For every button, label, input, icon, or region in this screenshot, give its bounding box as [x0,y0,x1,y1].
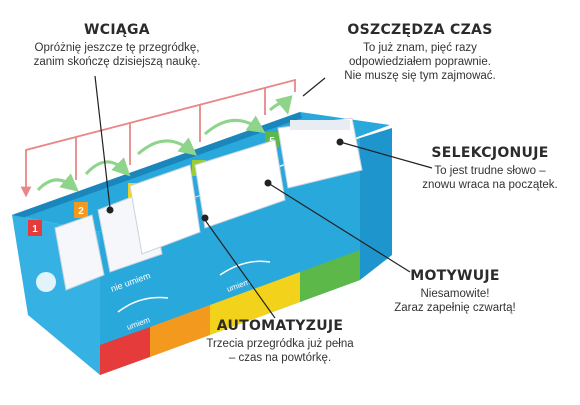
box-front-wall [100,138,360,375]
leader-dot-automatyzuje [201,214,209,222]
leader-motywuje [267,182,411,273]
compartment-number-2: 2 [78,206,84,217]
callout-selekcjonuje: SELEKCJONUJE To jest trudne słowo – znow… [400,145,580,192]
leader-selekcjonuje [339,141,433,169]
callout-line: To już znam, pięć razy [363,42,477,54]
leader-dot-wciaga [106,206,114,214]
callout-oszczedza-czas: OSZCZĘDZA CZAS To już znam, pięć razy od… [330,22,510,83]
leader-oszczedza [302,77,326,97]
stripe-green [300,250,360,302]
compartment-tile-1 [28,220,42,236]
compartment-tile-2 [74,202,88,218]
leader-automatyzuje [204,219,276,319]
callout-line: Opróżnię jeszcze tę przegródkę, [34,42,200,54]
stripe-orange [150,305,210,357]
callout-line: Nie muszę się tym zajmować. [344,70,496,82]
box-logo-circle [36,272,56,292]
callout-title: SELEKCJONUJE [431,145,549,161]
leader-wciaga [94,75,111,209]
front-arrow-2 [219,260,271,276]
green-arrow-5 [269,95,293,115]
callout-line: Zaraz zapełnię czwartą! [394,302,516,314]
callout-line: Niesamowite! [420,288,490,300]
leader-dot-selekcjonuje [336,138,344,146]
callout-title: AUTOMATYZUJE [216,318,344,334]
callout-line: znowu wraca na początek. [422,179,558,191]
callout-line: zanim skończę dzisiejszą naukę. [33,56,201,68]
green-arrow-3 [137,137,198,156]
callout-line: To jest trudne słowo – [434,165,546,177]
card-stack-1 [54,214,105,291]
callout-title: WCIĄGA [84,22,150,38]
callout-line: Trzecia przegródka już pełna [206,338,354,350]
front-arrow-1 [117,296,169,313]
callout-title: MOTYWUJE [410,268,500,284]
stripe-red [100,327,150,375]
green-arrow-1 [36,173,79,192]
callout-title: OSZCZĘDZA CZAS [347,22,493,38]
card-stack-3 [129,164,201,255]
red-return-bracket [20,78,296,198]
leader-dot-motywuje [264,179,272,187]
stripe-yellow [210,272,300,335]
callout-wciaga: WCIĄGA Opróżnię jeszcze tę przegródkę, z… [12,22,222,69]
callout-automatyzuje: AUTOMATYZUJE Trzecia przegródka już pełn… [190,318,370,365]
callout-line: odpowiedziałem poprawnie. [349,56,491,68]
green-arrow-2 [84,157,131,177]
green-arrow-4 [204,115,266,136]
box-back-rim [12,112,302,221]
card-stack-5-top [290,120,350,130]
callout-motywuje: MOTYWUJE Niesamowite! Zaraz zapełnię czw… [380,268,530,315]
compartment-number-1: 1 [32,224,38,235]
callout-line: – czas na powtórkę. [228,352,332,364]
card-stack-4 [194,139,286,229]
box-right-end [360,128,392,280]
